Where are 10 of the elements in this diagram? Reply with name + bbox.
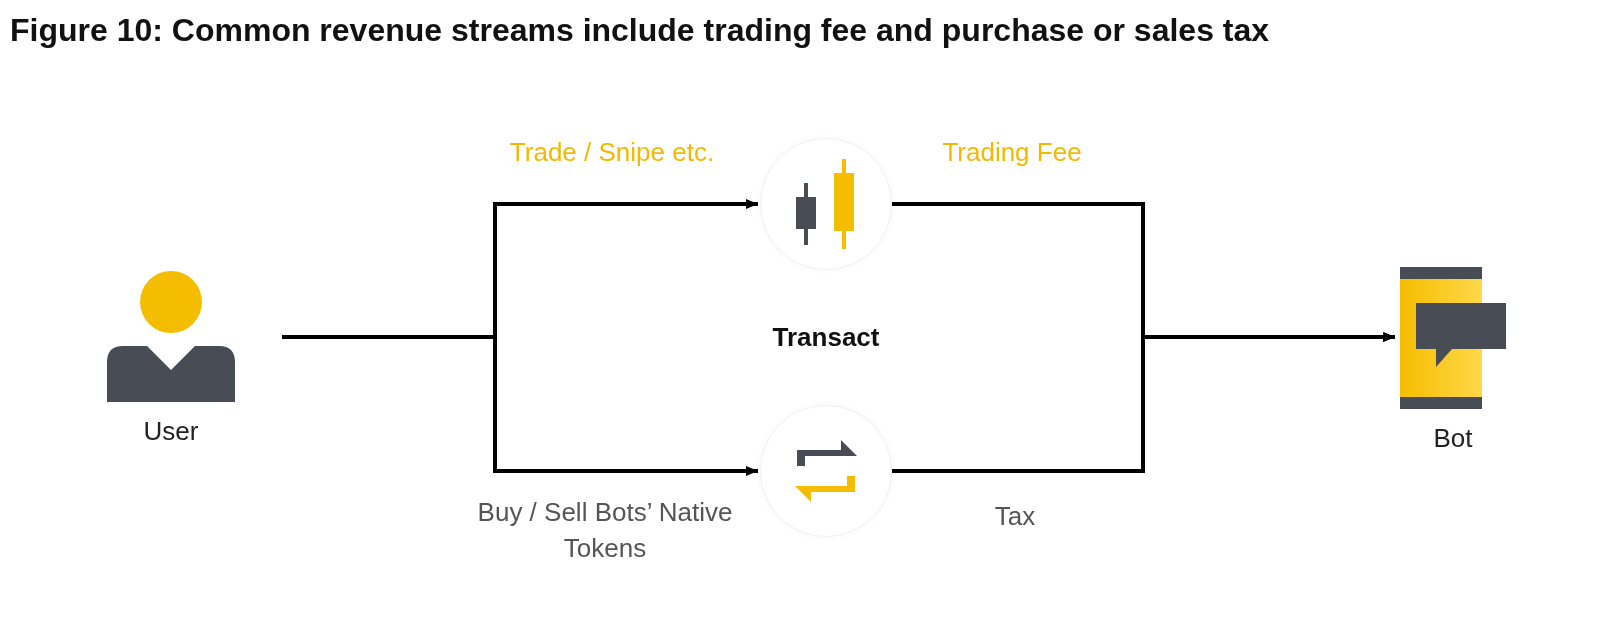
node-label: Bot <box>1433 423 1473 454</box>
arrow <box>282 335 758 476</box>
node-label: User <box>143 416 199 447</box>
edge-label: Trading Fee <box>941 136 1083 169</box>
arrow <box>892 332 1395 473</box>
edge-label: Tax <box>993 500 1037 533</box>
edge-label: Trade / Snipe etc. <box>508 136 716 169</box>
edge-label: Buy / Sell Bots’ Native Tokens <box>476 496 734 565</box>
center-label: Transact <box>772 321 880 353</box>
figure-title: Figure 10: Common revenue streams include trading fee and purchase or sales tax <box>10 12 1270 49</box>
